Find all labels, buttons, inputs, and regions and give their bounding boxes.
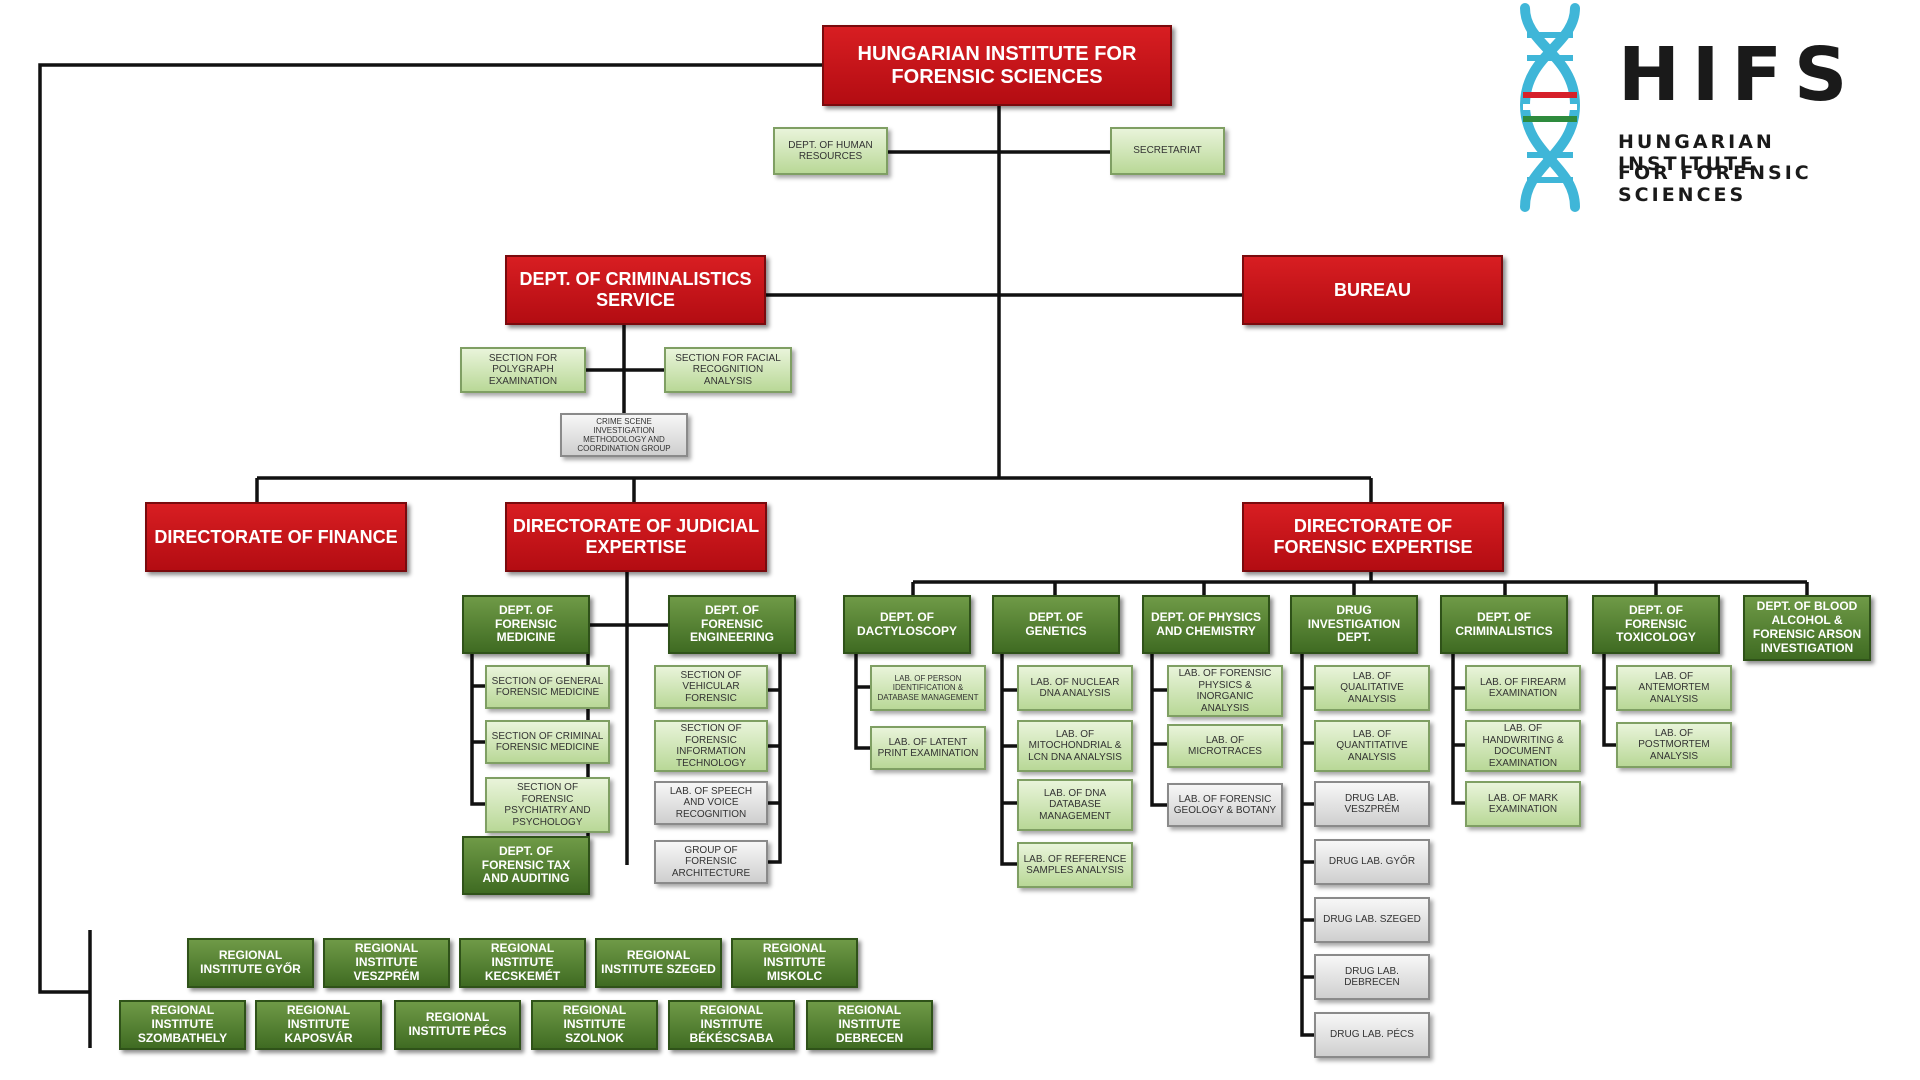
dna-database-lab-box: LAB. OF DNA DATABASE MANAGEMENT [1017,779,1133,831]
physics-chemistry-dept-box: DEPT. OF PHYSICS AND CHEMISTRY [1142,595,1270,654]
blood-alcohol-dept-box: DEPT. OF BLOOD ALCOHOL & FORENSIC ARSON … [1743,595,1871,661]
regional-institute-veszprem: REGIONAL INSTITUTE VESZPRÉM [323,938,450,988]
drug-lab-gyor-box: DRUG LAB. GYŐR [1314,839,1430,885]
forensic-medicine-dept-box: DEPT. OF FORENSIC MEDICINE [462,595,590,654]
drug-lab-pecs-box: DRUG LAB. PÉCS [1314,1012,1430,1058]
regional-institute-pecs: REGIONAL INSTITUTE PÉCS [394,1000,521,1050]
regional-institute-szeged: REGIONAL INSTITUTE SZEGED [595,938,722,988]
drug-lab-veszprem-box: DRUG LAB. VESZPRÉM [1314,781,1430,827]
regional-institute-gyor: REGIONAL INSTITUTE GYŐR [187,938,314,988]
criminal-forensic-medicine-box: SECTION OF CRIMINAL FORENSIC MEDICINE [485,720,610,764]
physics-inorganic-lab-box: LAB. OF FORENSIC PHYSICS & INORGANIC ANA… [1167,665,1283,717]
genetics-dept-box: DEPT. OF GENETICS [992,595,1120,654]
general-forensic-medicine-box: SECTION OF GENERAL FORENSIC MEDICINE [485,665,610,709]
logo-line-2: FOR FORENSIC SCIENCES [1618,162,1812,206]
dna-helix-logo-icon [1519,3,1581,212]
regional-institute-miskolc: REGIONAL INSTITUTE MISKOLC [731,938,858,988]
forensic-architecture-box: GROUP OF FORENSIC ARCHITECTURE [654,840,768,884]
tax-auditing-dept-box: DEPT. OF FORENSIC TAX AND AUDITING [462,836,590,895]
facial-recognition-box: SECTION FOR FACIAL RECOGNITION ANALYSIS [664,347,792,393]
logo-line-1: HUNGARIAN INSTITUTE [1618,131,1775,175]
handwriting-document-lab-box: LAB. OF HANDWRITING & DOCUMENT EXAMINATI… [1465,720,1581,772]
drug-investigation-dept-box: DRUG INVESTIGATION DEPT. [1290,595,1418,654]
person-identification-lab-box: LAB. OF PERSON IDENTIFICATION & DATABASE… [870,665,986,711]
firearm-lab-box: LAB. OF FIREARM EXAMINATION [1465,665,1581,711]
crime-scene-group-box: CRIME SCENE INVESTIGATION METHODOLOGY AN… [560,413,688,457]
latent-print-lab-box: LAB. OF LATENT PRINT EXAMINATION [870,726,986,770]
secretariat-box: SECRETARIAT [1110,127,1225,175]
microtraces-lab-box: LAB. OF MICROTRACES [1167,724,1283,768]
qualitative-analysis-lab-box: LAB. OF QUALITATIVE ANALYSIS [1314,665,1430,711]
regional-institute-kaposvar: REGIONAL INSTITUTE KAPOSVÁR [255,1000,382,1050]
criminalistics-service-box: DEPT. OF CRIMINALISTICS SERVICE [505,255,766,325]
institute-box: HUNGARIAN INSTITUTE FOR FORENSIC SCIENCE… [822,25,1172,106]
antemortem-lab-box: LAB. OF ANTEMORTEM ANALYSIS [1616,665,1732,711]
directorate-forensic-box: DIRECTORATE OF FORENSIC EXPERTISE [1242,502,1504,572]
nuclear-dna-lab-box: LAB. OF NUCLEAR DNA ANALYSIS [1017,665,1133,711]
quantitative-analysis-lab-box: LAB. OF QUANTITATIVE ANALYSIS [1314,720,1430,772]
regional-institute-bekescsaba: REGIONAL INSTITUTE BÉKÉSCSABA [668,1000,795,1050]
reference-samples-lab-box: LAB. OF REFERENCE SAMPLES ANALYSIS [1017,842,1133,888]
forensic-engineering-dept-box: DEPT. OF FORENSIC ENGINEERING [668,595,796,654]
regional-institute-szolnok: REGIONAL INSTITUTE SZOLNOK [531,1000,658,1050]
drug-lab-szeged-box: DRUG LAB. SZEGED [1314,897,1430,943]
regional-institute-kecskemet: REGIONAL INSTITUTE KECSKEMÉT [459,938,586,988]
regional-institute-debrecen: REGIONAL INSTITUTE DEBRECEN [806,1000,933,1050]
directorate-finance-box: DIRECTORATE OF FINANCE [145,502,407,572]
information-technology-box: SECTION OF FORENSIC INFORMATION TECHNOLO… [654,720,768,772]
bureau-box: BUREAU [1242,255,1503,325]
logo-acronym: HIFS [1618,32,1860,118]
geology-botany-lab-box: LAB. OF FORENSIC GEOLOGY & BOTANY [1167,783,1283,827]
polygraph-section-box: SECTION FOR POLYGRAPH EXAMINATION [460,347,586,393]
forensic-psychiatry-box: SECTION OF FORENSIC PSYCHIATRY AND PSYCH… [485,777,610,833]
toxicology-dept-box: DEPT. OF FORENSIC TOXICOLOGY [1592,595,1720,654]
dactyloscopy-dept-box: DEPT. OF DACTYLOSCOPY [843,595,971,654]
regional-institute-szombathely: REGIONAL INSTITUTE SZOMBATHELY [119,1000,246,1050]
drug-lab-debrecen-box: DRUG LAB. DEBRECEN [1314,954,1430,1000]
mitochondrial-dna-lab-box: LAB. OF MITOCHONDRIAL & LCN DNA ANALYSIS [1017,720,1133,772]
human-resources-box: DEPT. OF HUMAN RESOURCES [773,127,888,175]
postmortem-lab-box: LAB. OF POSTMORTEM ANALYSIS [1616,722,1732,768]
criminalistics-dept-box: DEPT. OF CRIMINALISTICS [1440,595,1568,654]
mark-examination-lab-box: LAB. OF MARK EXAMINATION [1465,781,1581,827]
speech-voice-lab-box: LAB. OF SPEECH AND VOICE RECOGNITION [654,781,768,825]
vehicular-forensic-box: SECTION OF VEHICULAR FORENSIC [654,665,768,709]
directorate-judicial-box: DIRECTORATE OF JUDICIAL EXPERTISE [505,502,767,572]
